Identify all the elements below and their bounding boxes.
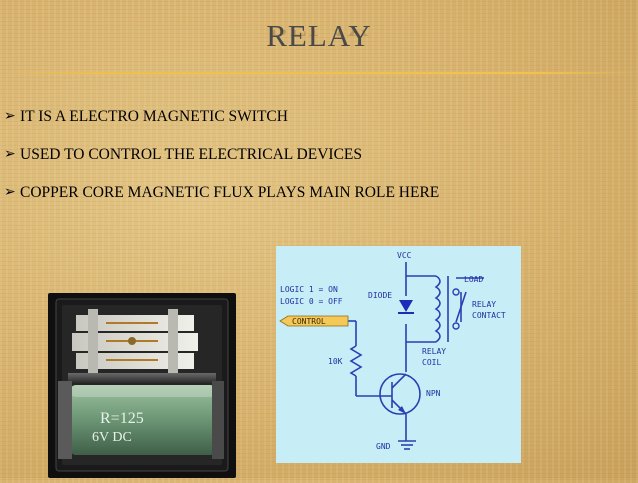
label-relay-coil-2: COIL bbox=[422, 358, 441, 367]
circuit-svg: VCC LOAD LOGIC 1 = ON LOGIC 0 = OFF DIOD… bbox=[276, 246, 521, 463]
label-diode: DIODE bbox=[368, 291, 392, 300]
label-gnd: GND bbox=[376, 442, 391, 451]
relay-circuit-diagram: VCC LOAD LOGIC 1 = ON LOGIC 0 = OFF DIOD… bbox=[276, 246, 521, 463]
bullet-text: IT IS A ELECTRO MAGNETIC SWITCH bbox=[20, 108, 288, 125]
title-rule bbox=[0, 72, 638, 74]
bullet-list: ➢ IT IS A ELECTRO MAGNETIC SWITCH ➢ USED… bbox=[4, 107, 439, 221]
bullet-arrow-icon: ➢ bbox=[4, 109, 16, 124]
slide-title-reflection: RELAY bbox=[0, 30, 638, 44]
label-relay-contact-2: CONTACT bbox=[472, 311, 506, 320]
label-load: LOAD bbox=[464, 275, 483, 284]
bullet-text: USED TO CONTROL THE ELECTRICAL DEVICES bbox=[20, 146, 362, 163]
bullet-item: ➢ IT IS A ELECTRO MAGNETIC SWITCH bbox=[4, 107, 439, 145]
label-vcc: VCC bbox=[397, 251, 412, 260]
relay-photo-drawing: R=125 6V DC bbox=[55, 298, 229, 472]
bullet-arrow-icon: ➢ bbox=[4, 185, 16, 200]
slide-title: RELAY bbox=[266, 18, 372, 53]
bullet-arrow-icon: ➢ bbox=[4, 147, 16, 162]
bullet-text: COPPER CORE MAGNETIC FLUX PLAYS MAIN ROL… bbox=[20, 184, 440, 201]
label-npn: NPN bbox=[426, 389, 441, 398]
relay-photo: R=125 6V DC bbox=[48, 293, 236, 478]
bullet-item: ➢ USED TO CONTROL THE ELECTRICAL DEVICES bbox=[4, 145, 439, 183]
relay-photo-label: R=125 bbox=[100, 410, 144, 427]
label-resistor: 10K bbox=[328, 357, 343, 366]
relay-photo-rating: 6V DC bbox=[92, 430, 132, 445]
label-relay-coil-1: RELAY bbox=[422, 347, 446, 356]
bullet-item: ➢ COPPER CORE MAGNETIC FLUX PLAYS MAIN R… bbox=[4, 183, 439, 221]
label-logic-on: LOGIC 1 = ON bbox=[280, 285, 338, 294]
label-logic-off: LOGIC 0 = OFF bbox=[280, 297, 343, 306]
label-relay-contact-1: RELAY bbox=[472, 300, 496, 309]
label-control: CONTROL bbox=[292, 317, 326, 326]
